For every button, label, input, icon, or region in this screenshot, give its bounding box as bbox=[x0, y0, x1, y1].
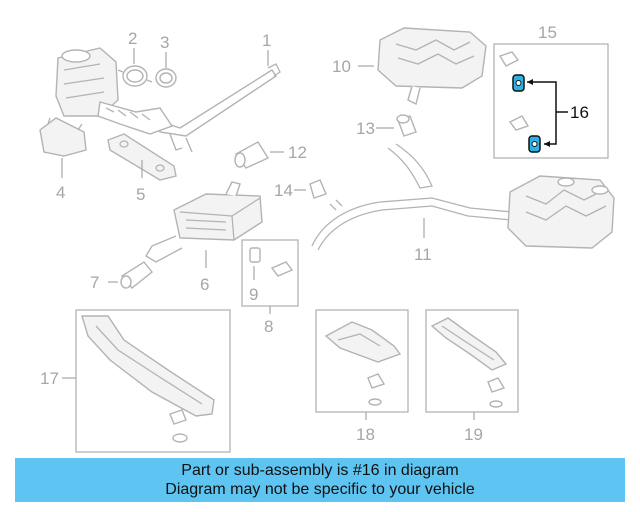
callout-14[interactable]: 14 bbox=[274, 181, 293, 200]
callout-13[interactable]: 13 bbox=[356, 119, 375, 138]
callout-18[interactable]: 18 bbox=[356, 425, 375, 444]
catalytic-converter[interactable] bbox=[55, 47, 174, 135]
part-10-rear-muffler[interactable] bbox=[377, 27, 487, 106]
callout-7[interactable]: 7 bbox=[90, 273, 99, 292]
part-3-gasket[interactable] bbox=[155, 68, 177, 88]
part-18-heat-shield[interactable] bbox=[324, 321, 402, 406]
callout-3[interactable]: 3 bbox=[160, 33, 169, 52]
banner-line-2: Diagram may not be specific to your vehi… bbox=[165, 481, 475, 498]
leader-16 bbox=[527, 79, 568, 147]
part-16-hanger-upper[interactable] bbox=[512, 74, 525, 92]
part-19-heat-shield[interactable] bbox=[430, 317, 508, 408]
part-12-sleeve[interactable] bbox=[234, 141, 270, 169]
callout-15[interactable]: 15 bbox=[538, 23, 557, 42]
part-17-box bbox=[75, 309, 231, 453]
callout-5[interactable]: 5 bbox=[136, 185, 145, 204]
callout-6[interactable]: 6 bbox=[200, 275, 209, 294]
part-9-hanger[interactable] bbox=[249, 247, 294, 277]
part-18-box bbox=[315, 309, 409, 413]
part-17-heat-shield[interactable] bbox=[81, 315, 215, 443]
info-banner: Part or sub-assembly is #16 in diagram D… bbox=[15, 458, 625, 502]
banner-line-1: Part or sub-assembly is #16 in diagram bbox=[181, 462, 459, 479]
part-6-center-muffler[interactable] bbox=[145, 181, 263, 263]
part-16-hanger-lower[interactable] bbox=[528, 135, 541, 153]
part-11-rear-pipe[interactable] bbox=[311, 143, 615, 251]
part-2-clamp[interactable] bbox=[117, 65, 153, 87]
part-19-box bbox=[425, 309, 519, 413]
part-14-hanger[interactable] bbox=[309, 179, 327, 199]
part-15-box bbox=[493, 43, 609, 159]
callout-9[interactable]: 9 bbox=[249, 285, 258, 304]
callout-1[interactable]: 1 bbox=[262, 31, 271, 50]
part-7-connector[interactable] bbox=[120, 261, 153, 289]
callout-8[interactable]: 8 bbox=[264, 317, 273, 336]
callout-16[interactable]: 16 bbox=[570, 103, 589, 122]
part-4-heat-shield[interactable] bbox=[39, 117, 87, 157]
callout-4[interactable]: 4 bbox=[56, 183, 65, 202]
callout-17[interactable]: 17 bbox=[40, 369, 59, 388]
callout-12[interactable]: 12 bbox=[288, 143, 307, 162]
callout-2[interactable]: 2 bbox=[128, 29, 137, 48]
part-5-bracket[interactable] bbox=[107, 133, 177, 181]
callout-19[interactable]: 19 bbox=[464, 425, 483, 444]
callout-11[interactable]: 11 bbox=[414, 245, 432, 264]
part-15-bracket-set[interactable] bbox=[498, 51, 530, 131]
exhaust-parts-diagram: 1 2 3 4 5 6 bbox=[39, 23, 615, 453]
part-13-connector[interactable] bbox=[396, 114, 417, 137]
callout-10[interactable]: 10 bbox=[332, 57, 351, 76]
